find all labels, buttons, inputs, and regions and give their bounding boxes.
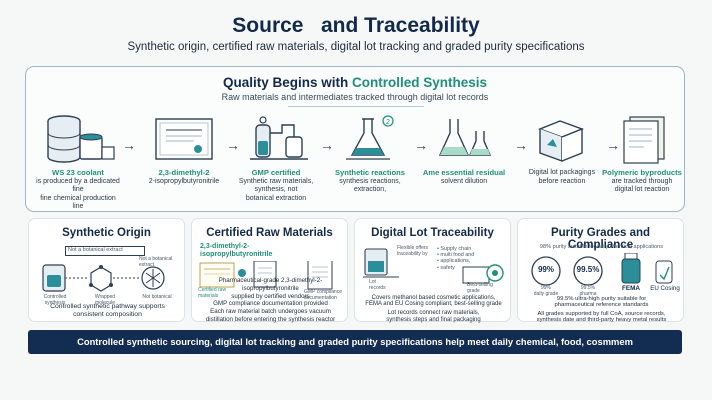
lot-bullet-4: safety <box>440 264 455 271</box>
lot-bullet-3: applications, <box>440 258 471 265</box>
step-5-line-1: solvent dilution <box>440 177 488 185</box>
step-7-highlight: Polymeric byproducts <box>602 168 682 177</box>
raw-cert-label: Certified raw materials <box>198 287 227 299</box>
panel-raw-title: Certified Raw Materials <box>206 227 333 239</box>
panel-origin-title: Synthetic Origin <box>62 227 151 239</box>
step-6-line-2: before reaction <box>538 177 586 185</box>
eu-cosing-label: EU Cosing <box>650 285 680 292</box>
step-4-badge: 2 <box>386 119 390 126</box>
step-3-line-2: synthesis, not <box>254 186 298 194</box>
badge-99-label: 99%daily grade <box>533 285 559 297</box>
raw-caption: Pharmaceutical-grade 2,3-dimethyl-2-isop… <box>205 277 336 323</box>
fema-label: FEMA <box>621 285 641 292</box>
origin-unit-label-3: Not botanical <box>142 294 172 300</box>
origin-unit-label-1: Controlled synthesis <box>43 294 67 306</box>
page-title: Source and Traceability <box>232 14 480 37</box>
panel-certified-raw: Certified Raw Materials 2,3-dimethyl-2-i… <box>191 218 348 323</box>
certificate-icon <box>155 118 213 160</box>
arrow-right-icon: → <box>514 137 528 153</box>
purity-badges-icon <box>531 253 673 286</box>
panel-digital-lot: Digital Lot Traceability Flexible offers… <box>354 218 511 323</box>
lot-caption: Covers methanol based cosmetic applicati… <box>365 295 502 323</box>
footer-banner: Controlled synthetic sourcing, digital l… <box>28 330 682 354</box>
tag-not-extract: Not a botanical extract <box>65 246 145 256</box>
arrow-right-icon: → <box>122 137 136 153</box>
step-6-line-1: Digital lot packagings <box>528 169 596 176</box>
badge-995-label: 99.5%pharma <box>579 285 597 297</box>
panel-purity-title: Purity Grades and Compliance <box>550 227 651 251</box>
quality-title-prefix: Quality Begins with <box>222 75 352 90</box>
step-3-highlight: GMP certified <box>251 168 301 177</box>
package-box-icon <box>538 120 584 162</box>
origin-unit-label-2: Wrapped molecule <box>94 294 116 306</box>
footer-banner-text: Controlled synthetic sourcing, digital l… <box>77 336 633 347</box>
step-3-line-1: Synthetic raw materials, <box>238 177 314 185</box>
purity-top-note: 98% purity suitable for daily chemical a… <box>539 244 664 250</box>
dilution-flasks-icon <box>438 119 492 156</box>
step-1-highlight: WS 23 coolant <box>52 168 104 177</box>
quality-process-box: Quality Begins with Controlled Synthesis… <box>25 66 685 212</box>
step-4-highlight: Synthetic reactions <box>334 168 406 177</box>
certified-documents-icon <box>199 261 333 290</box>
step-1-line-1: is produced by a dedicated fine <box>36 177 120 194</box>
step-2-line-1: 2-isopropylbutyronitrile <box>148 177 220 185</box>
lot-bullets: • Supply chain • multi food and • applic… <box>437 246 475 271</box>
step-7-line-1: are tracked through <box>611 177 673 185</box>
step-1-line-2: fine chemical production line <box>40 194 116 211</box>
tag-not-botanical: Not a botanical extract <box>139 256 173 268</box>
production-drums-icon <box>47 115 115 163</box>
lot-bullet-2: multi food and <box>440 252 475 259</box>
synthesis-pathway-icon <box>42 264 165 292</box>
panel-synthetic-origin: Synthetic Origin Not a botanical extract… <box>28 218 185 322</box>
arrow-right-icon: → <box>226 137 240 153</box>
lot-bullet-1: Supply chain <box>440 246 472 252</box>
arrow-right-icon: → <box>414 137 428 153</box>
flask-icon: 2 <box>346 115 394 160</box>
document-stack-icon <box>623 116 665 164</box>
page-subtitle: Synthetic origin, certified raw material… <box>127 41 585 53</box>
purity-badge-99: 99% <box>537 265 554 274</box>
quality-divider <box>288 106 424 107</box>
purity-badge-995: 99.5% <box>576 265 600 274</box>
panel-lot-title: Digital Lot Traceability <box>371 227 494 239</box>
quality-title: Quality Begins with Controlled Synthesis <box>26 75 684 90</box>
step-3-line-3: botanical extraction <box>245 194 307 202</box>
step-4-line-1: synthesis reactions, extraction, <box>339 177 401 194</box>
reactor-icon <box>250 116 308 160</box>
quality-title-accent: Controlled Synthesis <box>351 75 488 90</box>
arrow-right-icon: → <box>606 137 620 153</box>
step-5-highlight: Ame essential residual <box>422 168 506 177</box>
quality-subtitle: Raw materials and intermediates tracked … <box>221 92 489 102</box>
step-2-highlight: 2,3-dimethyl-2 <box>158 168 210 177</box>
step-7-line-2: digital lot reaction <box>614 186 670 194</box>
lot-tracking-icon <box>363 248 504 284</box>
panel-purity-grades: Purity Grades and Compliance 98% purity … <box>517 218 684 324</box>
arrow-right-icon: → <box>320 137 334 153</box>
raw-compound-name: 2,3-dimethyl-2-isopropylbutyronitrile <box>200 243 273 258</box>
